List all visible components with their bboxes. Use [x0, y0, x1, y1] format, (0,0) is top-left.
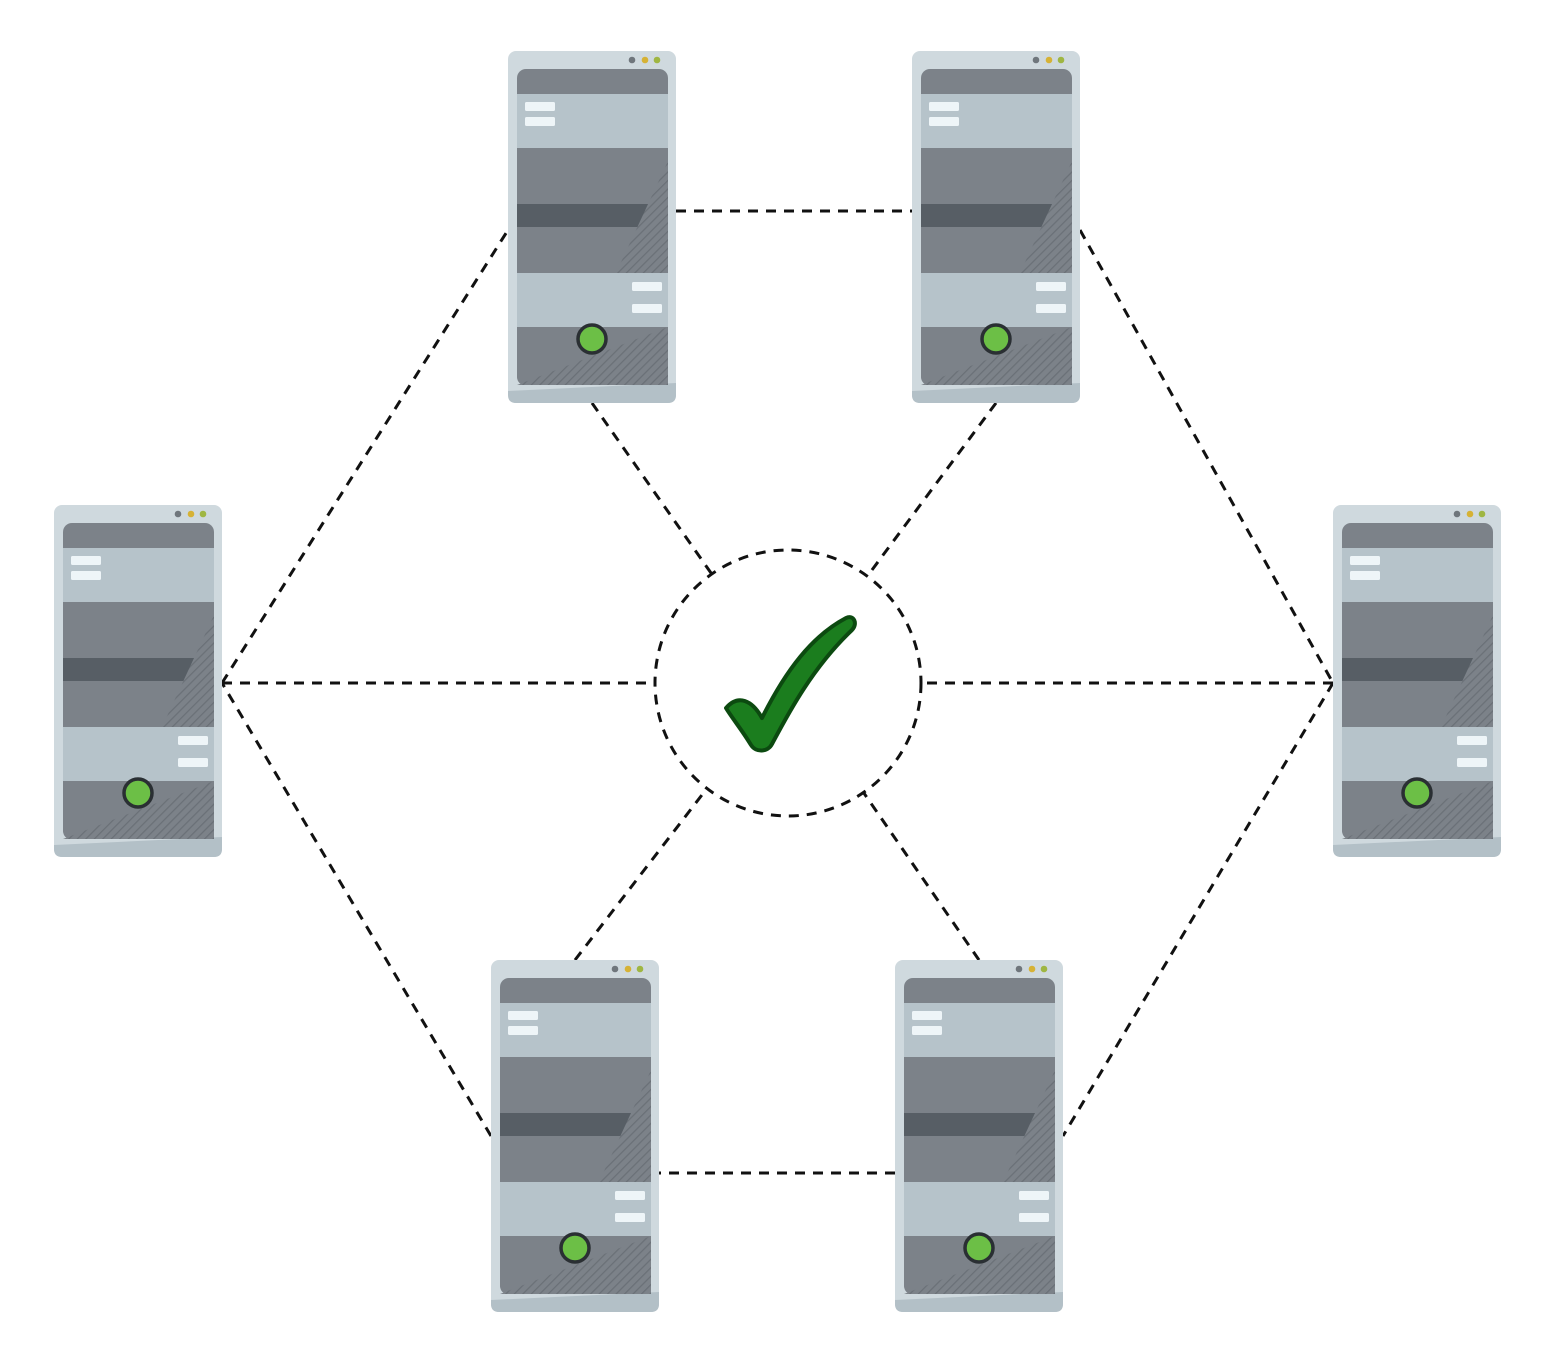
- link-server-left-to-server-top-left: [220, 229, 510, 684]
- server-top-left: [508, 51, 676, 403]
- server-bottom-right: [895, 960, 1063, 1312]
- link-server-top-right-to-server-right: [1078, 229, 1335, 684]
- link-server-right-to-server-bottom-right: [1061, 682, 1335, 1137]
- link-server-top-left-to-hub: [590, 402, 713, 575]
- link-server-bottom-left-to-server-left: [220, 682, 493, 1137]
- server-left: [54, 505, 222, 857]
- power-status-indicator: [1401, 777, 1433, 809]
- server-top-right: [912, 51, 1080, 403]
- power-status-indicator: [980, 323, 1012, 355]
- server-right: [1333, 505, 1501, 857]
- power-status-indicator: [559, 1232, 591, 1264]
- link-server-bottom-left-to-hub: [573, 787, 709, 961]
- link-server-bottom-right-to-hub: [862, 791, 981, 961]
- link-server-top-right-to-hub: [866, 402, 998, 578]
- server-nodes: [54, 51, 1501, 1312]
- connection-lines: [220, 209, 1335, 1175]
- checkmark-icon: [724, 615, 857, 753]
- central-hub: [653, 548, 923, 818]
- power-status-indicator: [963, 1232, 995, 1264]
- power-status-indicator: [122, 777, 154, 809]
- server-bottom-left: [491, 960, 659, 1312]
- power-status-indicator: [576, 323, 608, 355]
